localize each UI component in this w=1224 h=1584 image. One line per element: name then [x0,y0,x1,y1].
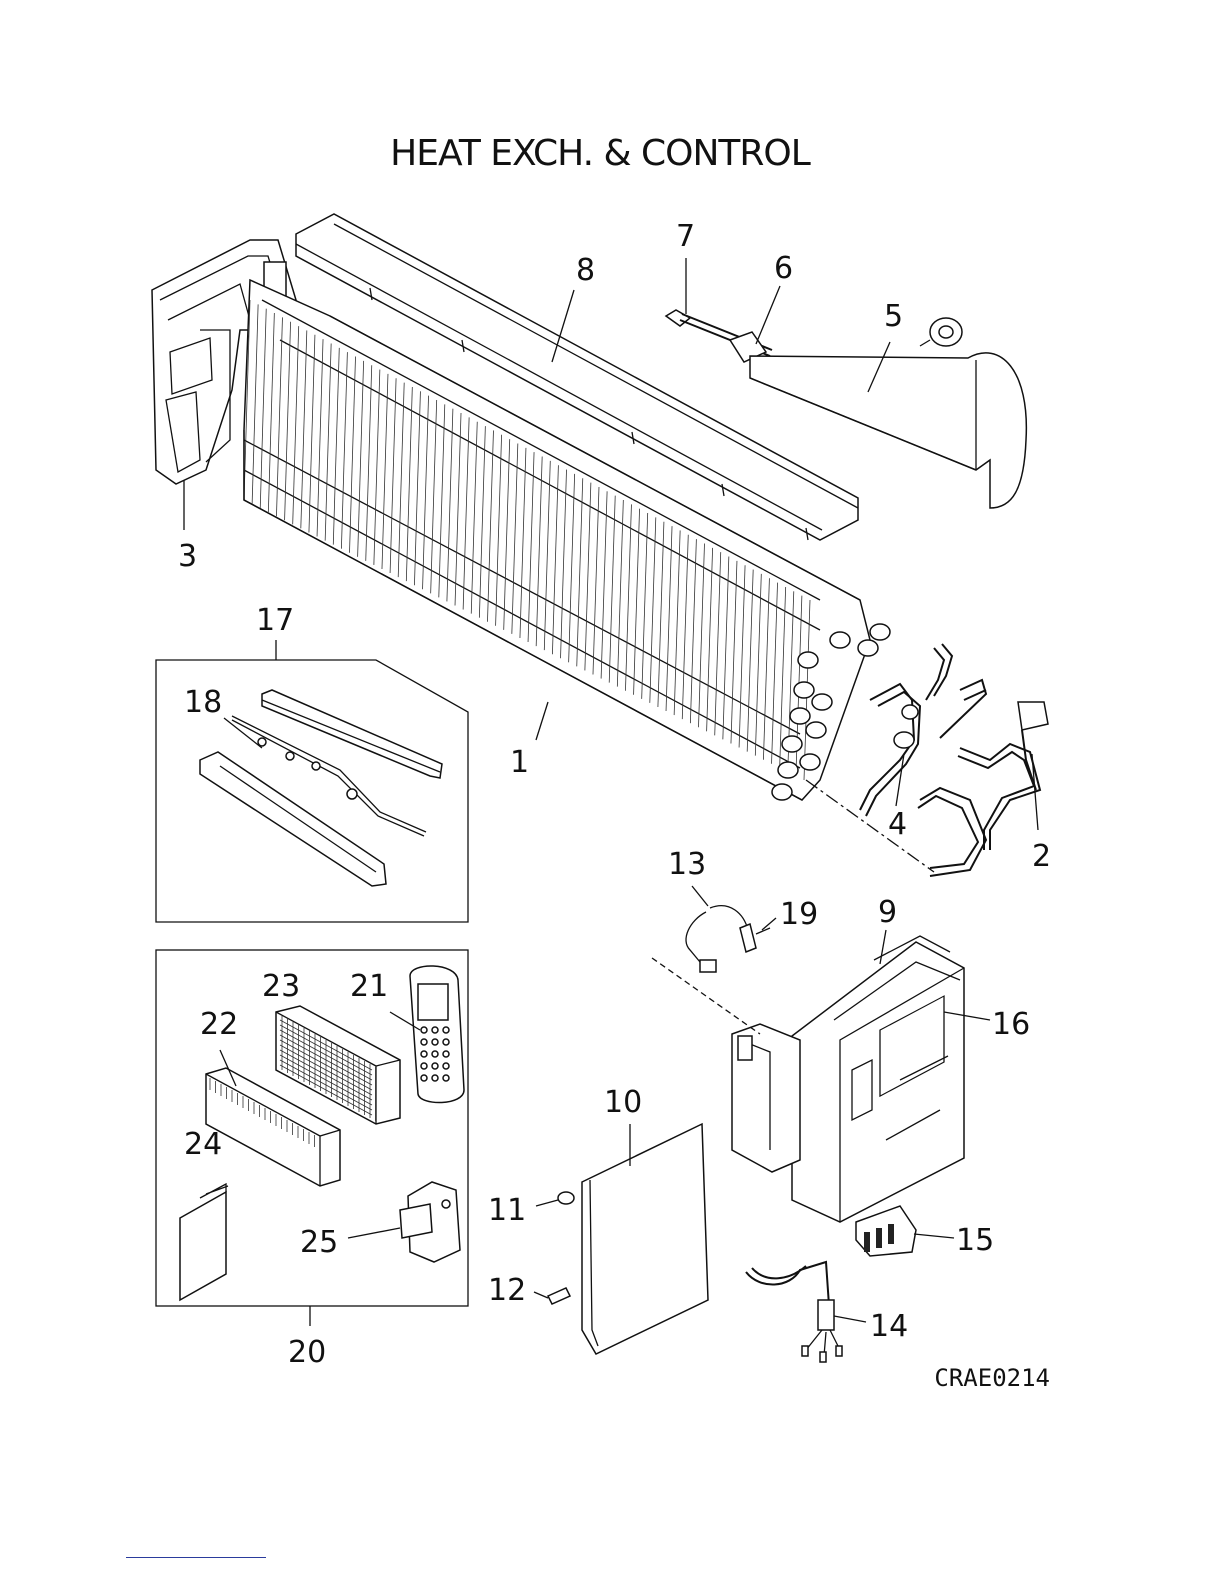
callout-13: 13 [668,847,706,882]
part-19-thermistor [740,924,770,952]
callout-4: 4 [888,807,907,842]
callout-2: 2 [1032,839,1051,874]
group-17-box [156,640,468,922]
part-24-manual [180,1184,228,1300]
callout-21: 21 [350,969,388,1004]
callout-3: 3 [178,539,197,574]
callout-12: 12 [488,1273,526,1308]
part-15-terminal-block [856,1206,916,1256]
page-title: HEAT EXCH. & CONTROL [390,133,811,174]
part-25-remote-holder [400,1182,460,1262]
callout-14: 14 [870,1309,908,1344]
part-2-pipe-assembly [918,702,1048,876]
part-10-cover-plate [582,1124,708,1354]
callout-1: 1 [510,745,529,780]
part-12-pin [548,1288,570,1304]
part-13-sensor [652,906,760,1034]
callout-23: 23 [262,969,300,1004]
callout-24: 24 [184,1127,222,1162]
callout-15: 15 [956,1223,994,1258]
callout-7: 7 [676,219,695,254]
callout-5: 5 [884,299,903,334]
part-11-screw [558,1192,574,1204]
part-16-control-box [792,942,964,1222]
callout-17: 17 [256,603,294,638]
part-21-remote-control [410,966,464,1103]
callout-6: 6 [774,251,793,286]
callout-20: 20 [288,1335,326,1370]
callout-25: 25 [300,1225,338,1260]
callout-11: 11 [488,1193,526,1228]
bottom-rule [126,1557,266,1558]
callout-19: 19 [780,897,818,932]
drawing-code: CRAE0214 [934,1364,1050,1392]
callout-18: 18 [184,685,222,720]
callout-8: 8 [576,253,595,288]
part-18-sensor-harness [200,690,442,886]
assembly-leader-line [806,780,934,872]
callout-9: 9 [878,895,897,930]
callout-10: 10 [604,1085,642,1120]
part-4-pipe-assembly [860,644,986,816]
callout-16: 16 [992,1007,1030,1042]
callout-22: 22 [200,1007,238,1042]
part-14-power-cord [746,1262,842,1362]
